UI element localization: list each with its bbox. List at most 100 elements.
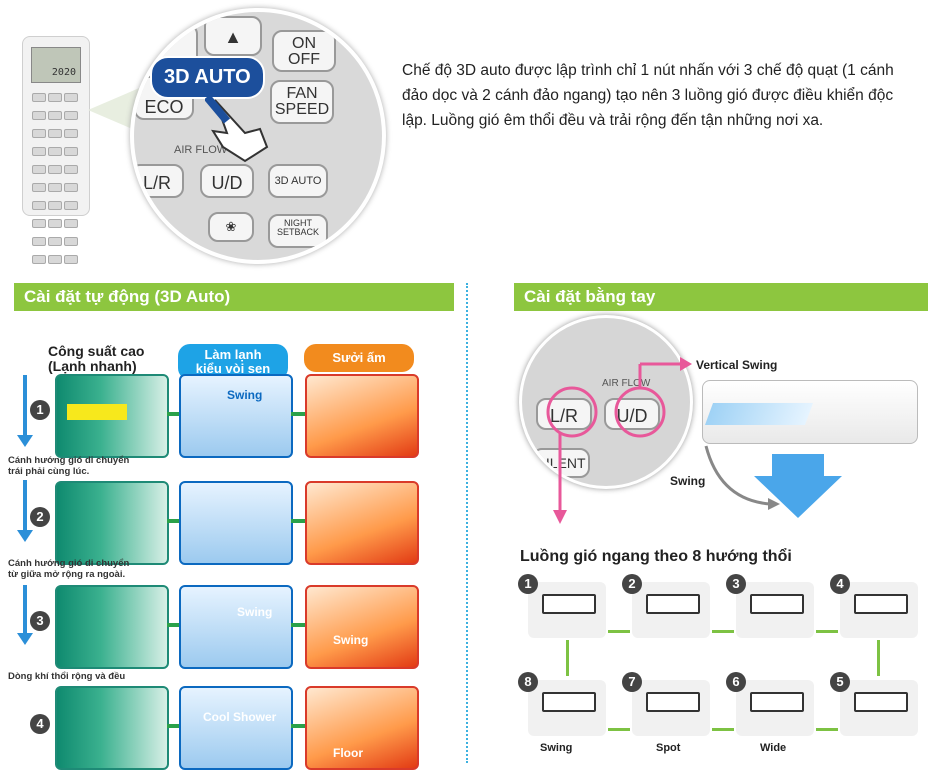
- ac-icon: [646, 692, 700, 712]
- ac-icon: [750, 594, 804, 614]
- fan-icon-key: ❀: [208, 212, 254, 242]
- air-conditioner-unit: [702, 380, 918, 444]
- remote-control: 2020: [22, 36, 90, 264]
- flow-arrow: [816, 728, 838, 731]
- panel-high-power-3: [55, 585, 169, 669]
- direction-box-6: [736, 680, 814, 736]
- direction-box-8: [528, 680, 606, 736]
- auto-section-header: Cài đặt tự động (3D Auto): [14, 283, 454, 311]
- direction-box-2: [632, 582, 710, 638]
- row-connector: [291, 724, 305, 728]
- step-badge: 7: [622, 672, 642, 692]
- step-badge: 6: [726, 672, 746, 692]
- up-key: ▲: [204, 16, 262, 56]
- directions-title: Luồng gió ngang theo 8 hướng thổi: [520, 548, 792, 565]
- flow-arrow: [608, 728, 630, 731]
- swing-label: Swing: [237, 605, 273, 619]
- col-header-heating: Sưởi ấm: [304, 344, 414, 372]
- flow-arrow: [712, 728, 734, 731]
- direction-box-3: [736, 582, 814, 638]
- auto3d-badge: 3D AUTO: [150, 56, 265, 99]
- intro-text: Chế độ 3D auto được lập trình chỉ 1 nút …: [402, 62, 894, 129]
- swing-arrows: [704, 445, 842, 518]
- ac-icon: [750, 692, 804, 712]
- direction-box-7: [632, 680, 710, 736]
- swing-label: Swing: [333, 633, 369, 647]
- caption-spot: Spot: [656, 742, 681, 754]
- note-1: Cánh hướng gió di chuyển trái phải cùng …: [8, 455, 130, 477]
- louver-airflow: [704, 403, 814, 425]
- caption-swing: Swing: [540, 742, 573, 754]
- panel-high-power-2: [55, 481, 169, 565]
- on-off-key: ON OFF: [272, 30, 336, 72]
- step-badge: 4: [830, 574, 850, 594]
- panel-heating-2: [305, 481, 419, 565]
- flow-arrow: [566, 640, 569, 676]
- step-badge: 4: [30, 714, 50, 734]
- ac-icon: [854, 692, 908, 712]
- panel-high-power-4: [55, 686, 169, 770]
- step-badge: 8: [518, 672, 538, 692]
- col-header-high-power: Công suất cao (Lạnh nhanh): [48, 343, 145, 374]
- cool-shower-label: Cool Shower: [203, 710, 277, 724]
- panel-heating-4: Floor: [305, 686, 419, 770]
- step-badge: 3: [726, 574, 746, 594]
- remote-screen: 2020: [31, 47, 81, 83]
- flow-arrow: [608, 630, 630, 633]
- row-connector: [167, 412, 179, 416]
- row-connector: [167, 724, 179, 728]
- manual-magnifier: AIR FLOW L/R U/D SILENT: [519, 315, 693, 489]
- timeline-arrow-3: [23, 585, 27, 635]
- remote-keys: [31, 91, 81, 271]
- row-connector: [167, 519, 179, 523]
- panel-high-power-1: [55, 374, 169, 458]
- step-badge: 1: [30, 400, 50, 420]
- air-flow-label: AIR FLOW: [602, 378, 651, 389]
- step-badge: 3: [30, 611, 50, 631]
- night-setback-key: NIGHT SETBACK: [268, 214, 328, 248]
- remote-screen-text: 2020: [51, 67, 76, 78]
- lr-key: L/R: [134, 164, 184, 198]
- row-connector: [291, 519, 305, 523]
- lr-key: L/R: [536, 398, 592, 430]
- auto3d-key: 3D AUTO: [268, 164, 328, 198]
- section-divider: [466, 283, 468, 763]
- swing-label: Swing: [670, 474, 706, 488]
- ac-icon: [646, 594, 700, 614]
- ac-icon: [542, 692, 596, 712]
- row-connector: [291, 412, 305, 416]
- timeline-arrow-1: [23, 375, 27, 437]
- step-badge: 2: [622, 574, 642, 594]
- timeline-arrow-2: [23, 480, 27, 532]
- direction-box-4: [840, 582, 918, 638]
- panel-cool-shower-2: [179, 481, 293, 565]
- note-3: Dòng khí thổi rộng và đều: [8, 671, 126, 682]
- flow-arrow: [816, 630, 838, 633]
- panel-cool-shower-4: Cool Shower: [179, 686, 293, 770]
- floor-label: Floor: [333, 746, 363, 760]
- airflow-arrow: [67, 404, 127, 420]
- ud-key: U/D: [200, 164, 254, 198]
- flow-arrow: [877, 640, 880, 676]
- pink-pointer-lines: [546, 357, 692, 524]
- ac-icon: [854, 594, 908, 614]
- row-connector: [291, 623, 305, 627]
- ac-icon: [542, 594, 596, 614]
- panel-cool-shower-3: Swing: [179, 585, 293, 669]
- timeline-arrowhead-3: [17, 633, 33, 645]
- row-connector: [167, 623, 179, 627]
- fan-speed-key: FAN SPEED: [270, 80, 334, 124]
- step-badge: 5: [830, 672, 850, 692]
- swing-label: Swing: [227, 388, 263, 402]
- air-flow-label: AIR FLOW: [174, 144, 228, 156]
- step-badge: 1: [518, 574, 538, 594]
- panel-heating-3: Swing: [305, 585, 419, 669]
- note-2: Cánh hướng gió di chuyển từ giữa mở rộng…: [8, 558, 130, 580]
- timeline-arrowhead-2: [17, 530, 33, 542]
- panel-heating-1: [305, 374, 419, 458]
- ud-key: U/D: [604, 398, 660, 430]
- flow-arrow: [712, 630, 734, 633]
- direction-box-1: [528, 582, 606, 638]
- vertical-swing-label: Vertical Swing: [696, 358, 778, 372]
- manual-section-header: Cài đặt bằng tay: [514, 283, 928, 311]
